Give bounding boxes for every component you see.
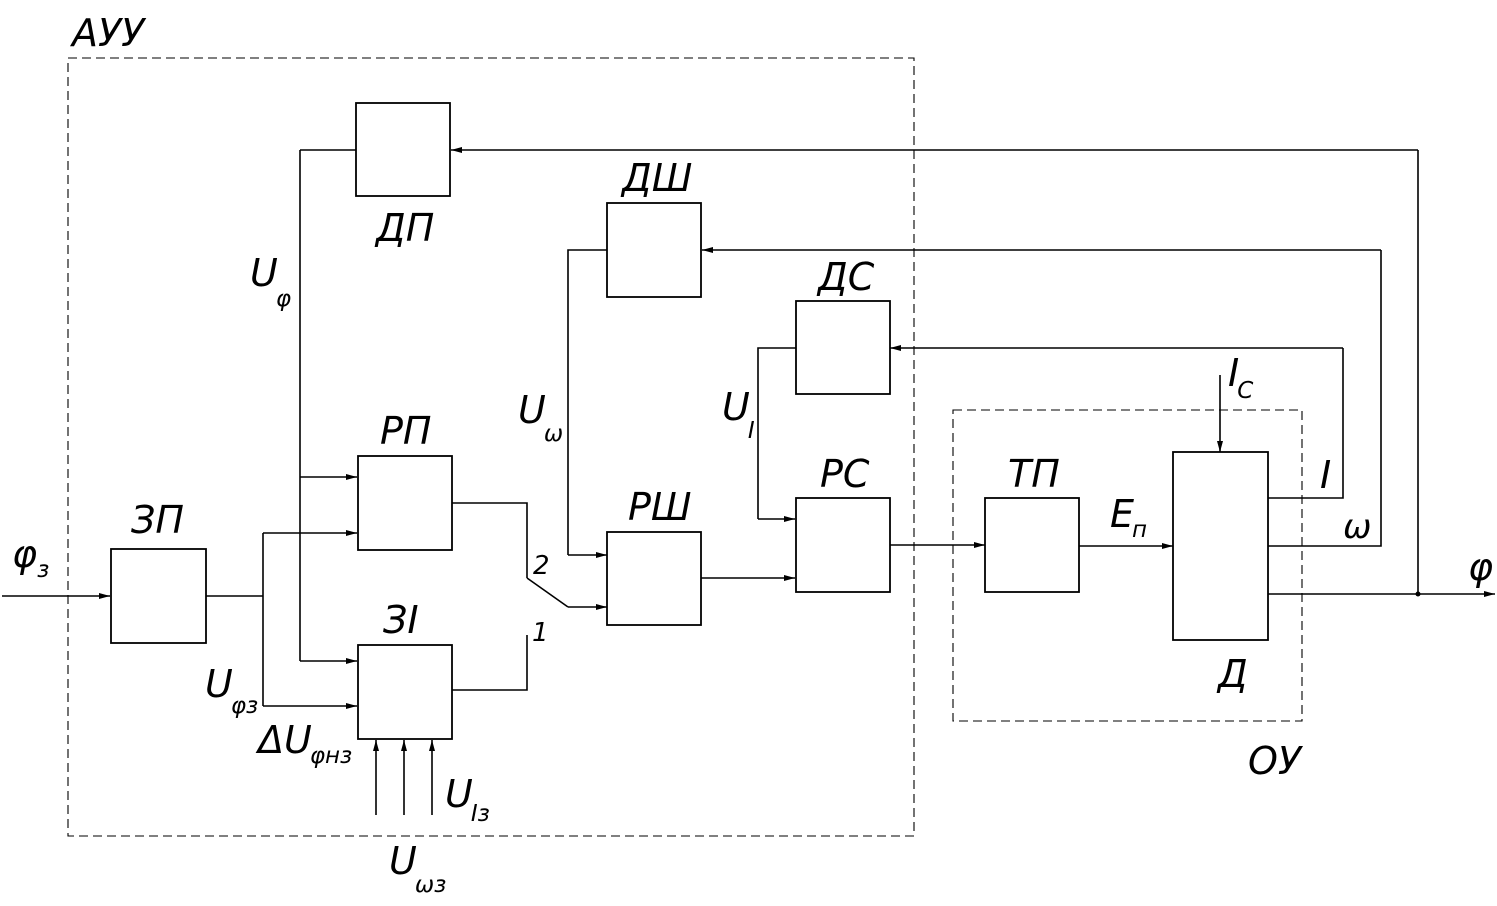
- e-p-label: Eп: [1110, 492, 1147, 543]
- block-zi: [357, 644, 453, 740]
- position-output-label: φ: [1468, 545, 1493, 589]
- zi-to-switch-pos1: [452, 635, 528, 691]
- du-phinz-label: ΔUφнз: [255, 718, 352, 769]
- u-i-feedback-line: [757, 347, 796, 519]
- block-rsh-label: РШ: [628, 485, 692, 529]
- block-rs-label: РС: [820, 452, 870, 496]
- block-ds: [795, 300, 891, 395]
- block-zi-label: ЗI: [383, 598, 419, 642]
- block-dsh-label: ДШ: [620, 156, 692, 200]
- control-device-label: АУУ: [69, 11, 147, 55]
- block-ds-label: ДС: [816, 255, 875, 299]
- block-rsh: [606, 531, 702, 626]
- block-tp-label: ТП: [1008, 452, 1060, 496]
- block-dsh: [606, 202, 702, 298]
- switch-pos2-label: 2: [533, 551, 550, 581]
- block-rp: [357, 455, 453, 551]
- position-branch-node: [1415, 591, 1421, 597]
- speed-output-label: ω: [1343, 507, 1371, 547]
- block-d-label: Д: [1216, 652, 1248, 696]
- block-rs: [795, 497, 891, 593]
- control-device-boundary: [67, 57, 915, 837]
- control-object-label: ОУ: [1248, 739, 1304, 783]
- block-dp: [355, 102, 451, 197]
- block-zp-label: ЗП: [131, 498, 184, 542]
- u-phiz-label: Uφз: [205, 662, 258, 719]
- u-omega-feedback-line: [567, 249, 607, 555]
- u-iz-label: UIз: [445, 772, 490, 827]
- block-dp-label: ДП: [374, 206, 434, 250]
- block-rp-label: РП: [380, 409, 432, 453]
- current-output-line: [1268, 348, 1344, 499]
- speed-output-line: [1268, 250, 1382, 547]
- block-zp: [110, 548, 207, 644]
- block-d: [1172, 451, 1269, 641]
- rp-to-switch-pos2: [452, 502, 528, 578]
- block-tp: [984, 497, 1080, 593]
- setpoint-phi-label: φз: [12, 532, 49, 583]
- control-object-boundary: [952, 409, 1303, 722]
- current-output-label: I: [1320, 453, 1331, 497]
- i-c-label: IC: [1228, 351, 1253, 404]
- switch-blade: [526, 577, 569, 608]
- switch-pos1-label: 1: [532, 618, 549, 648]
